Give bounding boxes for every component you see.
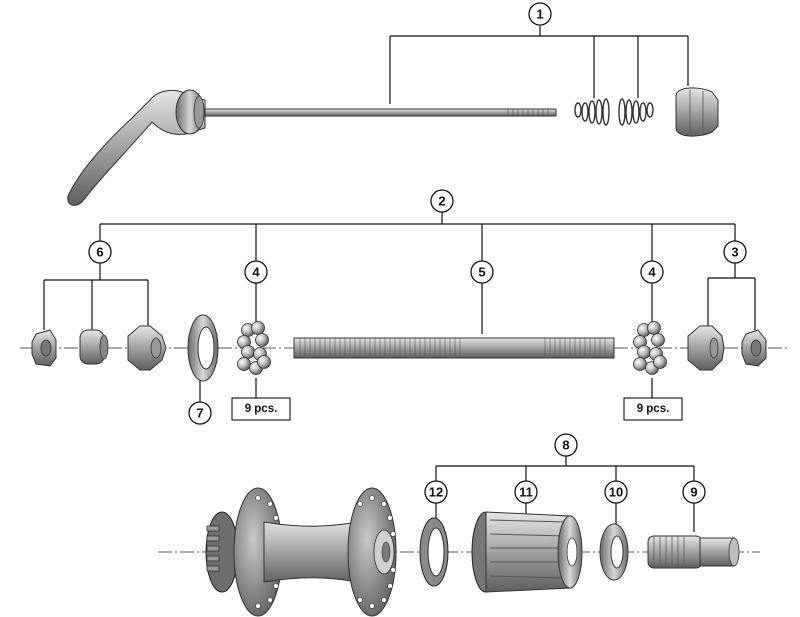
freehub-lock-ring bbox=[419, 517, 449, 587]
lock-nut-right bbox=[741, 329, 767, 367]
bearing-balls-right bbox=[633, 321, 667, 375]
svg-text:3: 3 bbox=[731, 245, 738, 260]
bearing-balls-left bbox=[237, 321, 271, 375]
svg-text:4: 4 bbox=[252, 265, 260, 280]
hub-body-assembly bbox=[158, 456, 760, 617]
callout-12: 12 bbox=[424, 480, 448, 504]
lock-nut-left bbox=[31, 329, 57, 367]
dust-cap bbox=[187, 314, 219, 382]
callout-7: 7 bbox=[188, 401, 212, 425]
svg-text:5: 5 bbox=[478, 265, 485, 280]
hub-axle bbox=[293, 337, 615, 359]
callout-11: 11 bbox=[514, 480, 538, 504]
svg-text:8: 8 bbox=[562, 438, 569, 453]
svg-text:10: 10 bbox=[609, 485, 623, 500]
cone-right bbox=[687, 325, 725, 371]
callout-10: 10 bbox=[604, 480, 628, 504]
svg-text:6: 6 bbox=[96, 245, 103, 260]
svg-text:9: 9 bbox=[690, 485, 697, 500]
svg-text:4: 4 bbox=[648, 265, 656, 280]
svg-text:7: 7 bbox=[196, 406, 203, 421]
axle-assembly bbox=[20, 212, 790, 402]
hub-shell bbox=[205, 487, 397, 617]
callout-9: 9 bbox=[682, 480, 706, 504]
spacer-left bbox=[79, 329, 109, 365]
skewer-thread bbox=[507, 109, 549, 116]
skewer-adjusting-nut bbox=[675, 87, 719, 137]
svg-text:9 pcs.: 9 pcs. bbox=[245, 403, 278, 415]
freehub-spacer bbox=[599, 523, 629, 581]
callout-5: 5 bbox=[470, 260, 494, 284]
quantity-label-balls-left: 9 pcs. bbox=[231, 397, 291, 421]
skewer-rod bbox=[195, 108, 557, 117]
conical-spring-left bbox=[574, 98, 610, 126]
quick-release-assembly bbox=[67, 26, 719, 206]
callout-1: 1 bbox=[528, 2, 552, 26]
cone-left bbox=[127, 325, 167, 371]
callout-3: 3 bbox=[723, 240, 747, 264]
svg-text:1: 1 bbox=[536, 7, 543, 22]
callout-8: 8 bbox=[554, 433, 578, 457]
svg-text:12: 12 bbox=[429, 485, 443, 500]
callout-4-left: 4 bbox=[244, 260, 268, 284]
freehub-fixing-bolt bbox=[647, 535, 740, 569]
svg-text:11: 11 bbox=[519, 485, 533, 500]
callout-4-right: 4 bbox=[640, 260, 664, 284]
svg-text:2: 2 bbox=[438, 194, 445, 209]
callout-6: 6 bbox=[88, 240, 112, 264]
freehub-body bbox=[471, 511, 583, 593]
quantity-label-balls-right: 9 pcs. bbox=[623, 397, 683, 421]
conical-spring-right bbox=[618, 98, 654, 126]
callout-2: 2 bbox=[430, 189, 454, 213]
svg-text:9 pcs.: 9 pcs. bbox=[637, 403, 670, 415]
